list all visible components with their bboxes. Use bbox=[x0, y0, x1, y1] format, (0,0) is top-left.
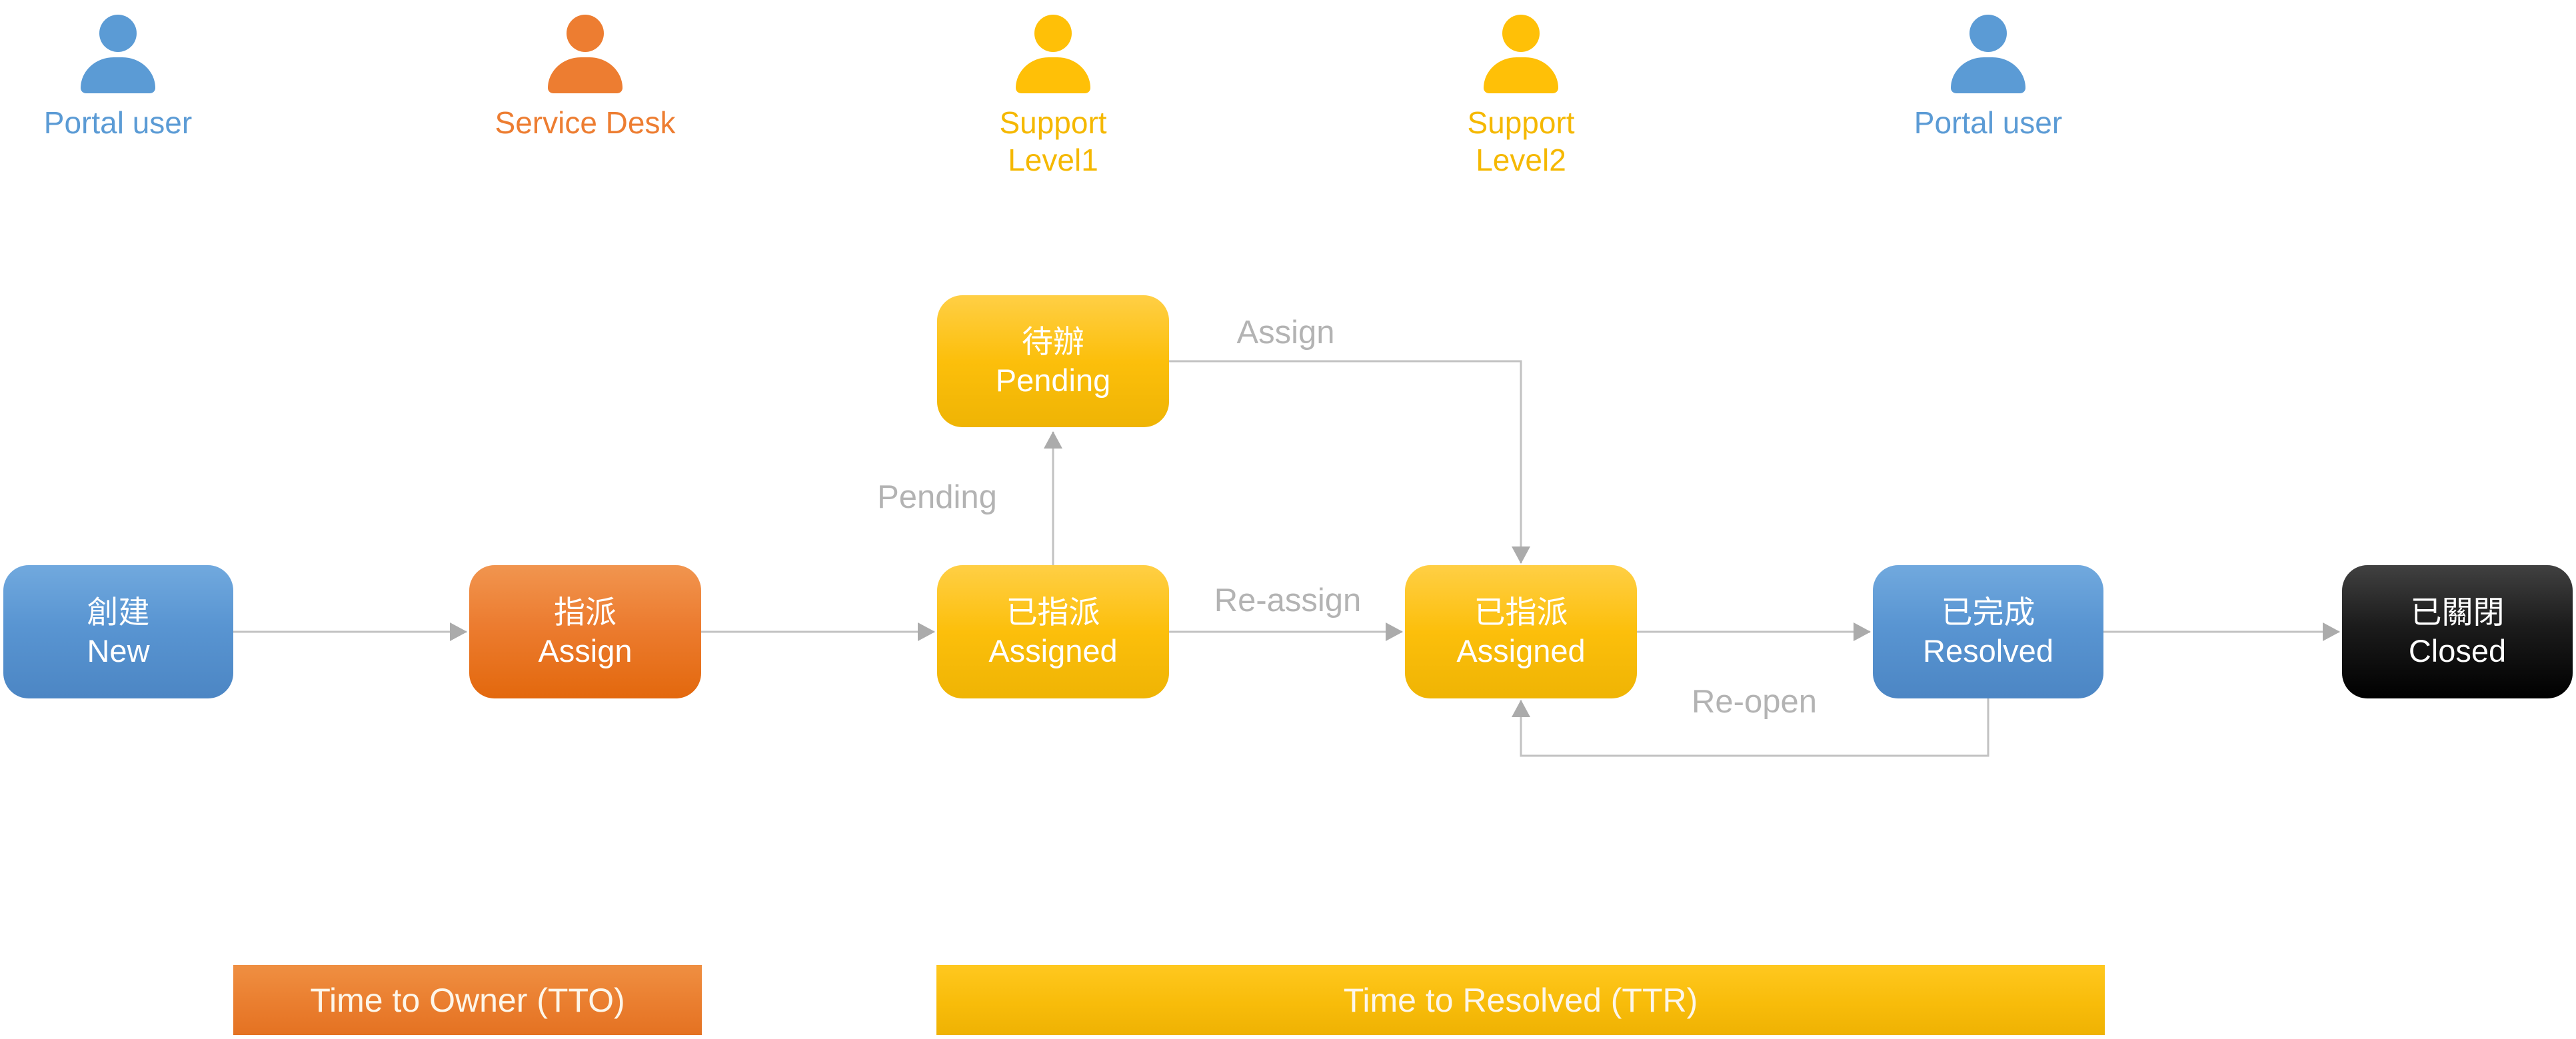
actor-portal-user-2: Portal user bbox=[1882, 15, 2095, 141]
actor-service-desk: Service Desk bbox=[479, 15, 692, 141]
state-closed: 已關閉 Closed bbox=[2342, 565, 2573, 698]
edge-label-reassign: Re-assign bbox=[1214, 582, 1362, 618]
state-label-zh: 已指派 bbox=[1006, 594, 1100, 630]
tto-bar-label: Time to Owner (TTO) bbox=[310, 981, 625, 1019]
state-label-en: New bbox=[87, 633, 150, 668]
state-resolved: 已完成 Resolved bbox=[1873, 565, 2103, 698]
state-label-zh: 已指派 bbox=[1474, 594, 1568, 630]
person-icon bbox=[81, 15, 155, 93]
person-icon bbox=[1951, 15, 2025, 93]
state-label-en: Assign bbox=[538, 633, 633, 668]
state-label-zh: 指派 bbox=[554, 594, 617, 630]
arrow-pending-to-assigned-l2 bbox=[1169, 360, 1530, 564]
state-label-zh: 已關閉 bbox=[2410, 594, 2505, 630]
actor-label: Service Desk bbox=[495, 105, 676, 140]
tto-bar: Time to Owner (TTO) bbox=[233, 965, 702, 1035]
person-icon bbox=[1016, 15, 1090, 93]
state-assigned-l1: 已指派 Assigned bbox=[937, 565, 1169, 698]
actor-portal-user-1: Portal user bbox=[11, 15, 225, 141]
ttr-bar-label: Time to Resolved (TTR) bbox=[1343, 981, 1698, 1019]
state-assign: 指派 Assign bbox=[469, 565, 701, 698]
state-label-en: Resolved bbox=[1923, 633, 2053, 668]
person-icon bbox=[1484, 15, 1558, 93]
state-label-zh: 待辦 bbox=[1022, 324, 1084, 359]
state-label-zh: 已完成 bbox=[1941, 594, 2035, 630]
state-label-en: Pending bbox=[995, 363, 1111, 398]
state-pending: 待辦 Pending bbox=[937, 295, 1169, 427]
ttr-bar: Time to Resolved (TTR) bbox=[936, 965, 2105, 1035]
arrow-reopen-resolved-to-assigned-l2 bbox=[1512, 698, 1989, 757]
state-label-en: Assigned bbox=[1456, 633, 1586, 668]
state-label-en: Closed bbox=[2408, 633, 2507, 668]
edge-label-assign: Assign bbox=[1236, 315, 1335, 351]
edge-label-pending: Pending bbox=[877, 479, 997, 515]
state-label-en: Assigned bbox=[988, 633, 1118, 668]
person-icon bbox=[548, 15, 623, 93]
state-label-zh: 創建 bbox=[87, 594, 150, 630]
state-new: 創建 New bbox=[3, 565, 233, 698]
edge-label-reopen: Re-open bbox=[1692, 684, 1817, 720]
state-assigned-l2: 已指派 Assigned bbox=[1405, 565, 1637, 698]
actor-label: Portal user bbox=[43, 105, 193, 140]
actor-label: Portal user bbox=[1914, 105, 2063, 140]
